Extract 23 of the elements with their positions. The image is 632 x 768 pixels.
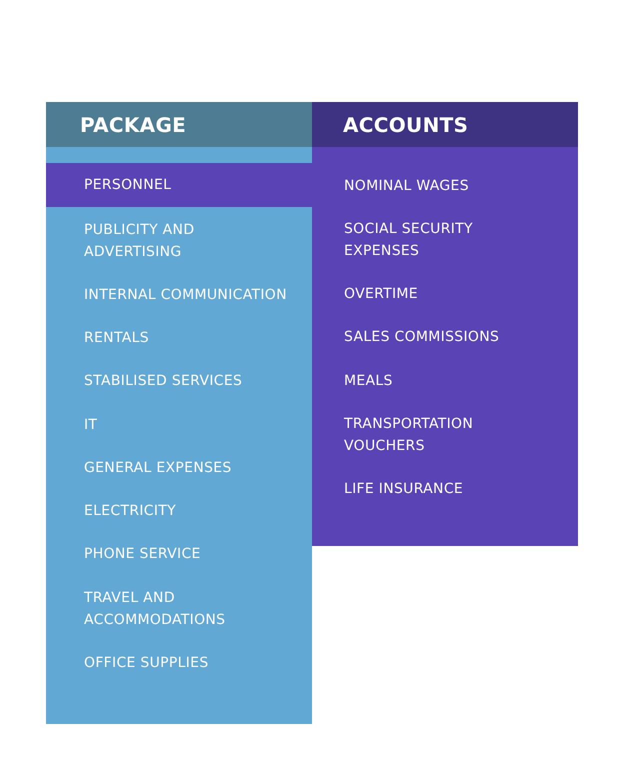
panel-heading: PACKAGE <box>80 113 186 137</box>
list-item-text: NOMINAL WAGES <box>344 175 469 197</box>
list-panel <box>312 102 578 546</box>
list-item-text: LIFE INSURANCE <box>344 478 464 500</box>
list-item-text: TRANSPORTATION VOUCHERS <box>344 413 504 457</box>
list-item-text: IT <box>84 414 98 436</box>
list-item-text: OFFICE SUPPLIES <box>84 652 209 674</box>
list-item-text: SOCIAL SECURITY EXPENSES <box>344 218 504 262</box>
list-item-text: GENERAL EXPENSES <box>84 457 232 479</box>
highlight-band <box>46 163 312 207</box>
panel-heading: ACCOUNTS <box>343 113 468 137</box>
list-item-text: INTERNAL COMMUNICATION <box>84 284 310 306</box>
list-item-text: SALES COMMISSIONS <box>344 326 500 348</box>
list-item-text: OVERTIME <box>344 283 418 305</box>
list-item-text: RENTALS <box>84 327 149 349</box>
list-panel <box>46 102 312 724</box>
list-item-text: PERSONNEL <box>84 176 172 195</box>
list-item-text: PHONE SERVICE <box>84 543 201 565</box>
list-item-text: MEALS <box>344 370 393 392</box>
list-item-text: STABILISED SERVICES <box>84 370 242 392</box>
list-item-text: PUBLICITY AND ADVERTISING <box>84 219 244 263</box>
list-item-text: TRAVEL AND ACCOMMODATIONS <box>84 587 254 631</box>
list-item-text: ELECTRICITY <box>84 500 176 522</box>
